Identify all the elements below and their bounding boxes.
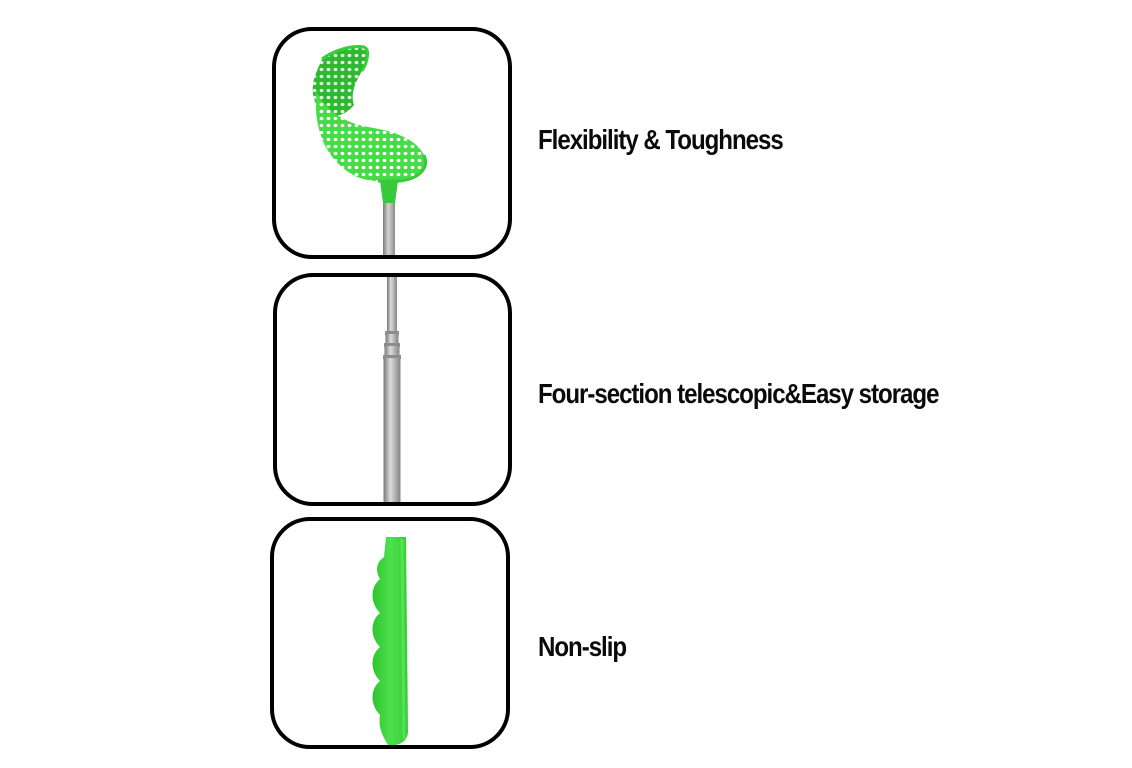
feature-label-telescopic: Four-section telescopic&Easy storage <box>538 378 939 409</box>
feature-panel-flexibility <box>272 27 512 259</box>
non-slip-grip-icon <box>372 537 408 745</box>
swatter-head-icon <box>312 45 427 255</box>
feature-panel-non-slip <box>270 517 510 749</box>
feature-label-non-slip: Non-slip <box>538 631 627 662</box>
feature-label-flexibility: Flexibility & Toughness <box>538 124 784 155</box>
telescopic-pole-icon <box>383 277 401 502</box>
feature-panel-telescopic <box>273 273 512 506</box>
